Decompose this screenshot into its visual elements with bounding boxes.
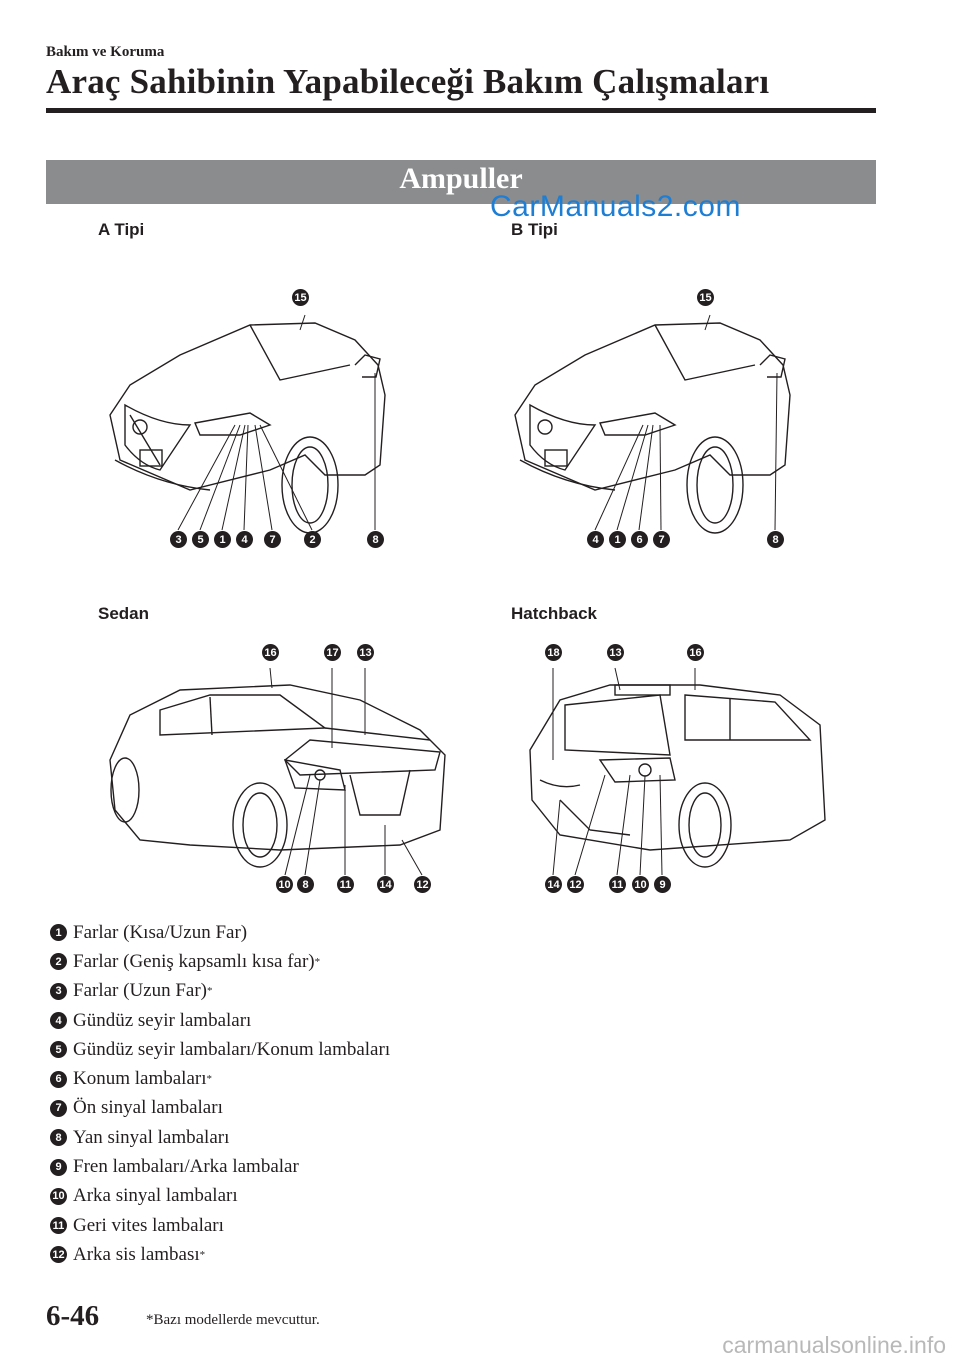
legend-text: Konum lambaları bbox=[73, 1068, 207, 1090]
callout-lines bbox=[594, 314, 778, 531]
legend-asterisk: * bbox=[199, 1248, 206, 1261]
callout: 7 bbox=[653, 531, 670, 548]
legend-item: 11 Geri vites lambaları bbox=[50, 1211, 570, 1240]
legend-item: 7 Ön sinyal lambaları bbox=[50, 1094, 570, 1123]
legend-asterisk: * bbox=[207, 985, 213, 998]
legend-text: Arka sis lambası bbox=[73, 1243, 200, 1265]
callout: 7 bbox=[264, 531, 281, 548]
callout: 4 bbox=[236, 531, 253, 548]
footnote: *Bazı modellerde mevcuttur. bbox=[146, 1312, 320, 1328]
callout: 16 bbox=[262, 644, 279, 661]
legend-number: 4 bbox=[50, 1012, 67, 1030]
legend-text: Fren lambaları/Arka lambalar bbox=[73, 1156, 299, 1178]
callout: 13 bbox=[357, 644, 374, 661]
callout: 18 bbox=[545, 644, 562, 661]
legend-number: 6 bbox=[50, 1070, 67, 1088]
legend-number: 7 bbox=[50, 1099, 67, 1117]
callout: 1 bbox=[214, 531, 231, 548]
callout: 12 bbox=[414, 876, 431, 893]
callout: 3 bbox=[170, 531, 187, 548]
figure-b-type: 15 4 1 6 7 8 bbox=[505, 285, 805, 555]
legend-text: Yan sinyal lambaları bbox=[73, 1126, 230, 1148]
legend-number: 3 bbox=[50, 982, 67, 1000]
figure-sedan: 16 17 13 10 8 11 14 12 bbox=[100, 640, 460, 900]
legend-number: 8 bbox=[50, 1129, 67, 1147]
callout: 11 bbox=[337, 876, 354, 893]
legend-asterisk: * bbox=[314, 955, 321, 968]
front-car-a-illustration bbox=[109, 314, 386, 534]
callout: 5 bbox=[192, 531, 209, 548]
label-b-type: B Tipi bbox=[511, 220, 558, 239]
legend-item: 9 Fren lambaları/Arka lambalar bbox=[50, 1152, 570, 1181]
callout-lines bbox=[552, 667, 696, 876]
callout: 13 bbox=[607, 644, 624, 661]
sedan-rear-illustration bbox=[109, 667, 446, 876]
callout: 12 bbox=[567, 876, 584, 893]
label-sedan: Sedan bbox=[98, 604, 150, 623]
callout: 8 bbox=[767, 531, 784, 548]
hatchback-rear-illustration bbox=[529, 667, 826, 876]
legend-text: Farlar (Geniş kapsamlı kısa far) bbox=[73, 950, 315, 972]
legend-item: 12 Arka sis lambası* bbox=[50, 1240, 570, 1269]
legend-item: 6 Konum lambaları* bbox=[50, 1064, 570, 1093]
callout-lines bbox=[177, 314, 376, 531]
callout: 2 bbox=[304, 531, 321, 548]
legend-number: 9 bbox=[50, 1158, 67, 1176]
legend-text: Gündüz seyir lambaları/Konum lambaları bbox=[73, 1038, 391, 1060]
legend-item: 1 Farlar (Kısa/Uzun Far) bbox=[50, 918, 570, 947]
title-rule bbox=[46, 108, 876, 113]
callout: 1 bbox=[609, 531, 626, 548]
legend-text: Ön sinyal lambaları bbox=[73, 1097, 223, 1119]
callout: 8 bbox=[367, 531, 384, 548]
legend-item: 10 Arka sinyal lambaları bbox=[50, 1182, 570, 1211]
callout: 14 bbox=[545, 876, 562, 893]
legend-text: Arka sinyal lambaları bbox=[73, 1185, 238, 1207]
callout-lines bbox=[269, 667, 423, 876]
legend-number: 12 bbox=[50, 1246, 67, 1264]
legend-text: Geri vites lambaları bbox=[73, 1214, 224, 1236]
legend-number: 5 bbox=[50, 1041, 67, 1059]
legend-item: 5 Gündüz seyir lambaları/Konum lambaları bbox=[50, 1035, 570, 1064]
legend-item: 2 Farlar (Geniş kapsamlı kısa far)* bbox=[50, 947, 570, 976]
legend-asterisk: * bbox=[206, 1073, 213, 1086]
legend-item: 4 Gündüz seyir lambaları bbox=[50, 1006, 570, 1035]
label-hatchback: Hatchback bbox=[511, 604, 597, 623]
label-a-type: A Tipi bbox=[98, 220, 145, 239]
bulb-legend: 1 Farlar (Kısa/Uzun Far) 2 Farlar (Geniş k… bbox=[50, 918, 570, 1270]
callout: 9 bbox=[654, 876, 671, 893]
legend-item: 3 Farlar (Uzun Far)* bbox=[50, 977, 570, 1006]
section-name: Bakım ve Koruma bbox=[46, 44, 165, 60]
section-banner: Ampuller bbox=[46, 160, 876, 204]
watermark-bottom: carmanualsonline.info bbox=[722, 1332, 946, 1358]
banner-title: Ampuller bbox=[399, 162, 523, 195]
callout: 17 bbox=[324, 644, 341, 661]
figure-hatchback: 18 13 16 14 12 11 10 9 bbox=[520, 640, 840, 900]
legend-item: 8 Yan sinyal lambaları bbox=[50, 1123, 570, 1152]
watermark-top: CarManuals2.com bbox=[490, 190, 741, 223]
callout: 16 bbox=[687, 644, 704, 661]
callout: 15 bbox=[697, 289, 714, 306]
legend-number: 2 bbox=[50, 953, 67, 971]
callout: 14 bbox=[377, 876, 394, 893]
callout: 15 bbox=[292, 289, 309, 306]
legend-text: Gündüz seyir lambaları bbox=[73, 1009, 252, 1031]
callout: 10 bbox=[632, 876, 649, 893]
front-car-b-illustration bbox=[514, 314, 791, 534]
callout: 4 bbox=[587, 531, 604, 548]
legend-number: 11 bbox=[50, 1217, 67, 1235]
legend-number: 1 bbox=[50, 924, 67, 942]
callout: 8 bbox=[297, 876, 314, 893]
legend-text: Farlar (Uzun Far) bbox=[73, 980, 208, 1002]
legend-text: Farlar (Kısa/Uzun Far) bbox=[73, 921, 248, 943]
callout: 10 bbox=[276, 876, 293, 893]
page-number: 6-46 bbox=[46, 1300, 100, 1332]
callout: 6 bbox=[631, 531, 648, 548]
figure-a-type: 15 3 5 1 4 7 2 8 bbox=[100, 285, 400, 555]
legend-number: 10 bbox=[50, 1187, 67, 1205]
callout: 11 bbox=[609, 876, 626, 893]
page-title: Araç Sahibinin Yapabileceği Bakım Çalışm… bbox=[46, 62, 770, 101]
